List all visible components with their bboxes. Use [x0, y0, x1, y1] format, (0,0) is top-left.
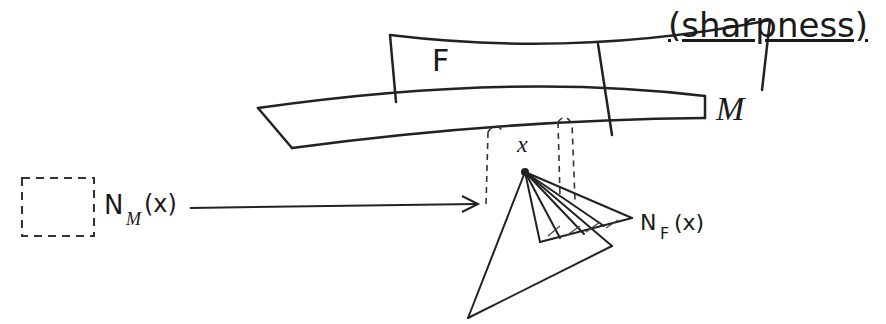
- projection-lines: [486, 117, 575, 205]
- normal-cone-letter: N: [640, 212, 656, 234]
- surface-label: F: [432, 46, 449, 76]
- manifold-m: [258, 86, 705, 148]
- normal-cone-argument: (x): [674, 212, 704, 234]
- point-label: x: [517, 132, 528, 156]
- normal-cone-argument: (x): [144, 192, 177, 216]
- dashed-box: [22, 178, 94, 236]
- normal-cone-subscript: M: [126, 210, 141, 228]
- normal-cones: [468, 172, 632, 318]
- sharpness-note: (sharpness): [668, 8, 868, 42]
- pointer-arrow: [190, 196, 478, 212]
- manifold-label: M: [716, 92, 744, 126]
- normal-cone-subscript: F: [660, 226, 669, 242]
- point-x: [521, 168, 529, 176]
- normal-cone-letter: N: [104, 192, 123, 218]
- hatching: [548, 220, 618, 236]
